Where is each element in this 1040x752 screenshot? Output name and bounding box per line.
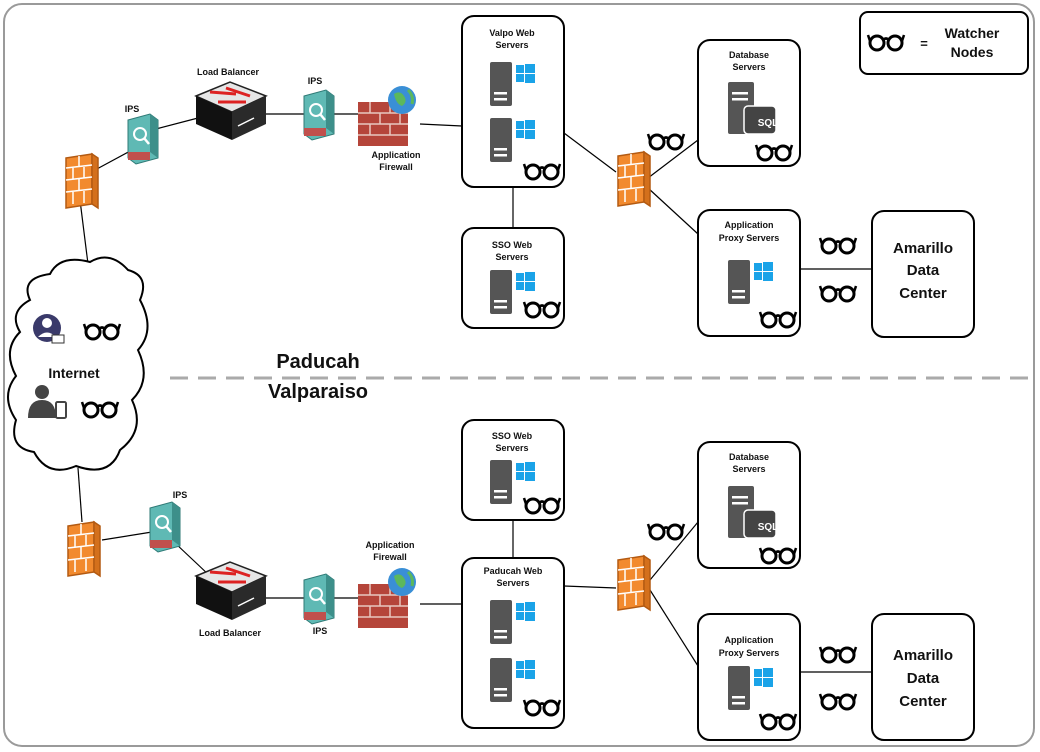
sso-servers-box-top bbox=[461, 227, 565, 329]
data-center-box-bottom bbox=[871, 613, 975, 741]
ips-icon-top-2 bbox=[302, 88, 336, 142]
sso-label-bottom-2: Servers bbox=[495, 443, 528, 453]
load-balancer-label-top: Load Balancer bbox=[197, 67, 260, 77]
web-servers-label-bottom-1: Paducah Web bbox=[484, 566, 543, 576]
firewall-icon-bottom bbox=[67, 521, 101, 577]
dc-label-bottom-3: Center bbox=[899, 693, 947, 710]
ips-label-top-2: IPS bbox=[308, 76, 323, 86]
user-mobile-icon bbox=[28, 385, 67, 419]
link-fw2-proxy-bottom bbox=[649, 589, 699, 667]
ips-icon-bottom-1 bbox=[148, 500, 182, 554]
web-servers-box-bottom bbox=[461, 557, 565, 729]
link-appfw-web-top bbox=[419, 123, 463, 127]
sso-label-bottom-1: SSO Web bbox=[492, 431, 533, 441]
legend-label-line2: Nodes bbox=[951, 44, 994, 60]
link-ips-lb-top bbox=[151, 117, 199, 131]
web-servers-label-bottom-2: Servers bbox=[496, 578, 529, 588]
ips-icon-top-1 bbox=[126, 112, 160, 166]
proxy-label-top-1: Application bbox=[725, 220, 774, 230]
dc-label-top-3: Center bbox=[899, 285, 947, 302]
app-firewall-label-top-1: Application bbox=[372, 150, 421, 160]
ips-label-bottom-1: IPS bbox=[173, 490, 188, 500]
dc-label-top-2: Data bbox=[907, 262, 940, 279]
link-firewall-ips-bottom bbox=[101, 531, 153, 541]
link-fw2-db-bottom bbox=[649, 521, 699, 581]
sql-badge-bottom: SQL bbox=[758, 522, 779, 533]
proxy-label-top-2: Proxy Servers bbox=[719, 233, 780, 243]
ips-label-top-1: IPS bbox=[125, 104, 140, 114]
legend-label-line1: Watcher bbox=[945, 25, 1000, 41]
app-firewall-label-bottom-2: Firewall bbox=[373, 552, 407, 562]
firewall-icon-bottom-2 bbox=[617, 555, 651, 611]
link-firewall-ips-top bbox=[94, 149, 133, 171]
link-ips-lb-bottom bbox=[174, 542, 211, 577]
user-laptop-icon bbox=[33, 314, 65, 344]
db-label-top-2: Servers bbox=[732, 62, 765, 72]
site-label-top: Paducah bbox=[276, 351, 359, 373]
data-center-box-top bbox=[871, 210, 975, 338]
legend-equals: = bbox=[920, 36, 928, 51]
site-label-bottom: Valparaiso bbox=[268, 381, 368, 403]
firewall-icon-top-2 bbox=[617, 151, 651, 207]
db-label-bottom-2: Servers bbox=[732, 464, 765, 474]
proxy-label-bottom-2: Proxy Servers bbox=[719, 648, 780, 658]
sql-badge-top: SQL bbox=[758, 118, 779, 129]
app-firewall-label-top-2: Firewall bbox=[379, 162, 413, 172]
sso-servers-box-bottom bbox=[461, 419, 565, 521]
dc-label-bottom-1: Amarillo bbox=[893, 647, 953, 664]
load-balancer-label-bottom: Load Balancer bbox=[199, 628, 262, 638]
internet-label: Internet bbox=[48, 365, 100, 381]
firewall-icon-top bbox=[65, 153, 99, 209]
dc-label-top-1: Amarillo bbox=[893, 240, 953, 257]
link-internet-firewall-bottom bbox=[77, 467, 83, 523]
legend-box bbox=[859, 11, 1029, 75]
link-web-fw2-bottom bbox=[563, 585, 617, 589]
sso-label-top-2: Servers bbox=[495, 252, 528, 262]
db-label-bottom-1: Database bbox=[729, 452, 769, 462]
web-servers-label-top-2: Servers bbox=[495, 40, 528, 50]
link-fw2-proxy-top bbox=[647, 187, 699, 235]
proxy-label-bottom-1: Application bbox=[725, 635, 774, 645]
sso-label-top-1: SSO Web bbox=[492, 240, 533, 250]
link-web-fw2-top bbox=[559, 129, 617, 173]
dc-label-bottom-2: Data bbox=[907, 670, 940, 687]
db-label-top-1: Database bbox=[729, 50, 769, 60]
connection-lines bbox=[77, 113, 872, 673]
web-servers-box-top bbox=[461, 15, 565, 188]
link-fw2-db-top bbox=[647, 139, 699, 179]
app-firewall-label-bottom-1: Application bbox=[366, 540, 415, 550]
ips-icon-bottom-2 bbox=[302, 572, 336, 626]
ips-label-bottom-2: IPS bbox=[313, 626, 328, 636]
web-servers-label-top-1: Valpo Web bbox=[489, 28, 535, 38]
internet-cloud bbox=[7, 256, 149, 471]
